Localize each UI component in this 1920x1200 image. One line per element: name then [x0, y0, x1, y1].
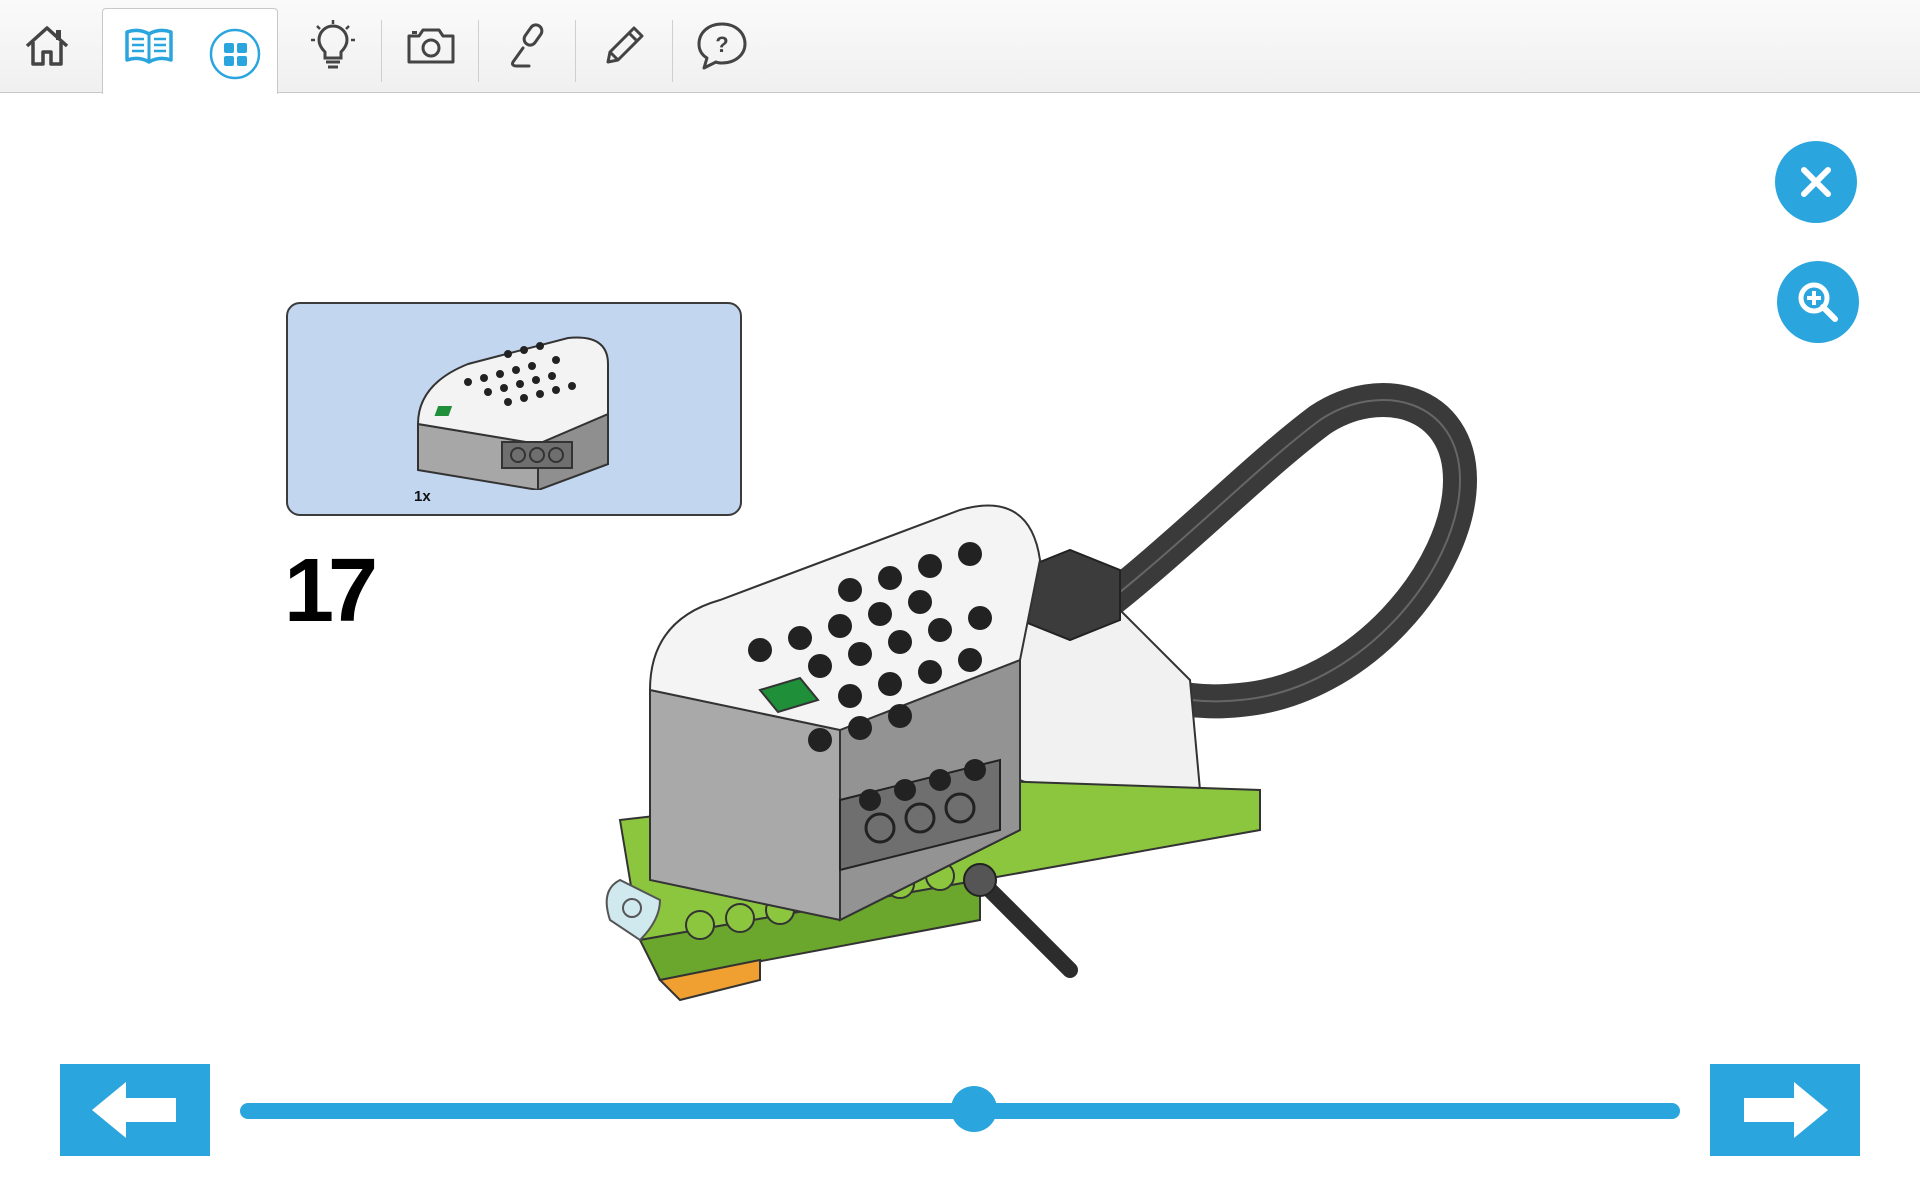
toolbar-separator [672, 20, 673, 82]
home-button[interactable] [2, 10, 92, 82]
record-button[interactable] [482, 10, 572, 82]
toolbar-separator [478, 20, 479, 82]
toolbar-separator [575, 20, 576, 82]
part-quantity: 1x [414, 488, 431, 505]
arrow-right-icon [1744, 1082, 1828, 1138]
toolbar: ? [0, 0, 1920, 94]
home-icon [25, 26, 69, 66]
book-button[interactable] [104, 10, 194, 82]
smarthub-green-button [758, 676, 820, 714]
help-button[interactable]: ? [677, 10, 767, 82]
zoom-in-button[interactable] [1777, 261, 1859, 343]
book-icon [125, 28, 173, 64]
camera-icon [407, 28, 455, 64]
write-button[interactable] [579, 10, 669, 82]
grid-button[interactable] [190, 18, 280, 90]
transparent-connector [605, 878, 662, 942]
technic-axle [972, 872, 1078, 978]
step-number: 17 [284, 541, 378, 641]
pencil-icon [606, 26, 644, 64]
smarthub-part-icon [416, 336, 609, 490]
arrow-left-icon [92, 1082, 176, 1138]
model-build-illustration [605, 383, 1478, 1002]
next-step-button[interactable] [1710, 1064, 1860, 1156]
grid-icon [209, 28, 261, 80]
close-button[interactable] [1775, 141, 1857, 223]
close-icon [1801, 167, 1831, 197]
lightbulb-icon [311, 20, 355, 69]
step-progress-slider-thumb[interactable] [951, 1086, 998, 1132]
parts-list-box: 1x [286, 302, 742, 516]
question-bubble-icon: ? [697, 22, 747, 70]
microphone-icon [511, 23, 544, 68]
smarthub-studs [748, 542, 992, 752]
design-button[interactable] [288, 10, 378, 82]
previous-step-button[interactable] [60, 1064, 210, 1156]
tab-instructions[interactable] [102, 8, 278, 94]
toolbar-separator [381, 20, 382, 82]
zoom-in-icon [1798, 282, 1838, 322]
camera-button[interactable] [386, 10, 476, 82]
help-glyph: ? [715, 32, 728, 57]
